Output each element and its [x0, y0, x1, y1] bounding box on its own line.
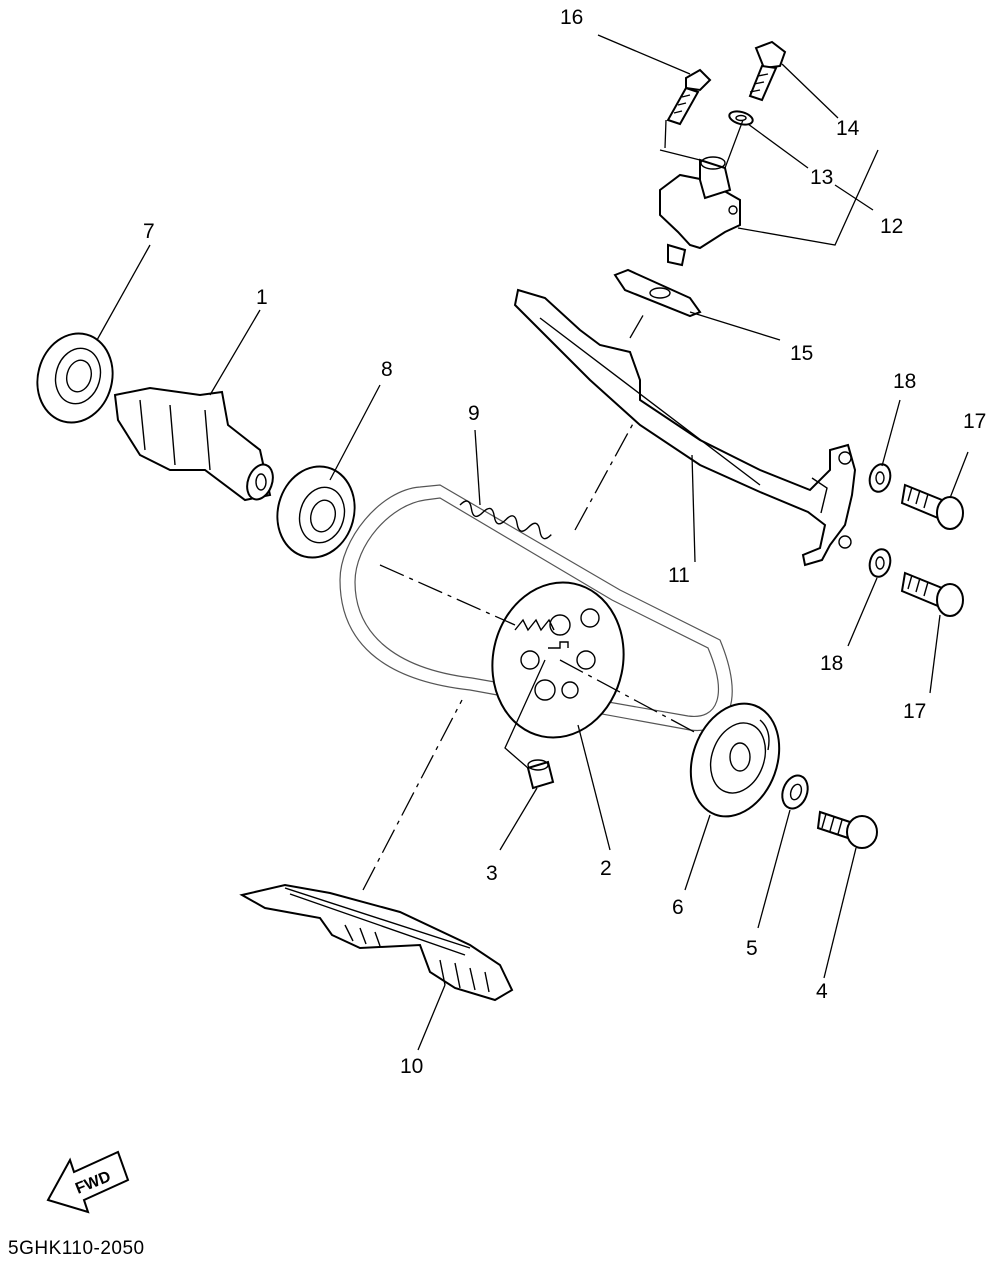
callout-9: 9 [468, 402, 480, 425]
camshaft-drawing [113, 386, 274, 502]
callout-12: 12 [880, 215, 903, 238]
sprocket-drawing [491, 581, 625, 739]
callout-1: 1 [256, 286, 268, 309]
callout-17-upper: 17 [963, 410, 986, 433]
callout-2: 2 [600, 857, 612, 880]
drawing-code: 5GHK110-2050 [8, 1238, 145, 1259]
assembly-lines [362, 119, 744, 891]
callout-8: 8 [381, 358, 393, 381]
washer-drawing [781, 774, 809, 810]
callout-11: 11 [668, 564, 690, 587]
tensioner-bolt-drawing [748, 40, 787, 102]
timing-chain-drawing [339, 484, 733, 732]
gasket-drawing [613, 268, 702, 318]
callout-13: 13 [810, 166, 833, 189]
callout-10: 10 [400, 1055, 423, 1078]
callout-4: 4 [816, 980, 828, 1003]
callout-5: 5 [746, 937, 758, 960]
bolts-17-drawing [900, 483, 964, 617]
sprocket-bolt-drawing [816, 810, 878, 849]
callout-15: 15 [790, 342, 813, 365]
cap-bolt-drawing [666, 68, 712, 126]
callout-labels: 1 2 3 4 5 6 7 8 9 10 11 12 13 14 15 16 1… [143, 6, 986, 1078]
chain-guide-drawing [239, 883, 514, 1002]
o-ring-drawing [728, 110, 754, 126]
bearing-right-drawing [276, 465, 356, 559]
tensioner-body-drawing [659, 156, 741, 267]
callout-17-lower: 17 [903, 700, 926, 723]
washers-18-drawing [868, 463, 892, 578]
fwd-direction-arrow: FWD [46, 1150, 130, 1214]
callout-14: 14 [836, 117, 860, 140]
bearing-left-drawing [36, 332, 114, 424]
decompressor-plate-drawing [689, 702, 781, 818]
callout-16: 16 [560, 6, 583, 29]
dowel-pin-drawing [526, 759, 555, 790]
callout-6: 6 [672, 896, 684, 919]
spring-drawing [459, 500, 552, 540]
tensioner-guide-drawing [513, 288, 857, 567]
callout-18-lower: 18 [820, 652, 843, 675]
callout-3: 3 [486, 862, 498, 885]
callout-18-upper: 18 [893, 370, 916, 393]
callout-7: 7 [143, 220, 155, 243]
leader-lines [96, 34, 969, 1051]
